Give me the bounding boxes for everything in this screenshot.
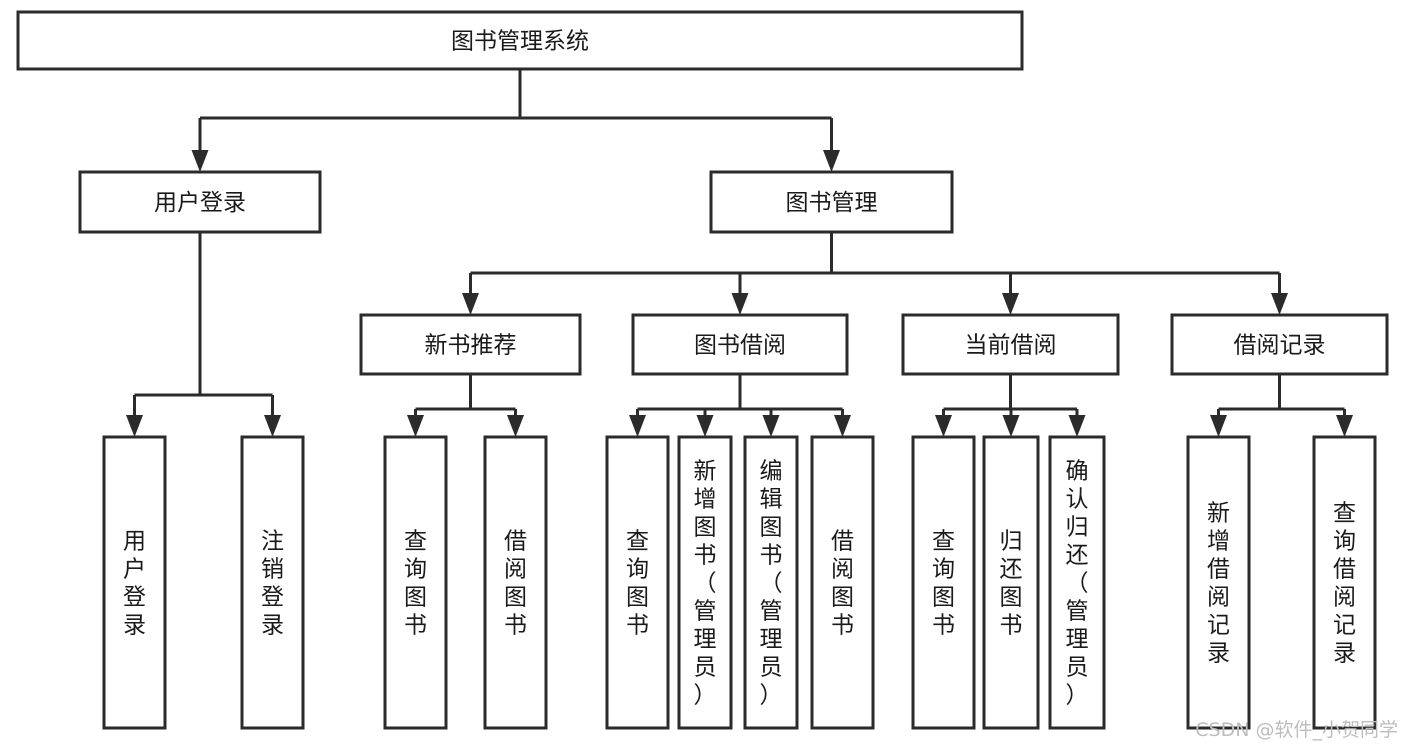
node-record[interactable]: 借阅记录 <box>1170 313 1389 376</box>
arrow-head-icon <box>1002 415 1020 437</box>
arrow-head-icon <box>1336 415 1353 437</box>
node-leaf-query-book-3[interactable]: 查询图书 <box>911 435 976 730</box>
arrow-head-icon <box>696 415 714 437</box>
node-box <box>102 435 167 730</box>
node-box <box>383 435 448 730</box>
node-root[interactable]: 图书管理系统 <box>16 10 1024 71</box>
node-leaf-logout[interactable]: 注销登录 <box>240 435 305 730</box>
node-box <box>901 313 1120 376</box>
node-label: 图书管理系统 <box>451 29 589 55</box>
node-leaf-query-book-1[interactable]: 查询图书 <box>383 435 448 730</box>
node-label: 确认归还（管理员） <box>1066 458 1089 708</box>
node-label: 查询图书 <box>626 528 649 638</box>
csdn-watermark: CSDN @软件_小贺同学 <box>1195 719 1398 741</box>
node-label: 用户登录 <box>123 528 146 638</box>
node-label: 查询图书 <box>404 528 427 638</box>
node-newbook[interactable]: 新书推荐 <box>359 313 582 376</box>
node-label: 查询借阅记录 <box>1333 500 1356 666</box>
arrow-head-icon <box>264 415 281 437</box>
arrow-head-icon <box>191 150 209 172</box>
node-layer: 图书管理系统用户登录图书管理新书推荐图书借阅当前借阅借阅记录用户登录注销登录查询… <box>16 10 1389 730</box>
node-leaf-return-book[interactable]: 归还图书 <box>982 435 1040 730</box>
node-box <box>1186 435 1251 730</box>
connector-layer <box>126 69 1353 437</box>
node-leaf-confirm-return[interactable]: 确认归还（管理员） <box>1048 435 1106 730</box>
node-leaf-add-book[interactable]: 新增图书（管理员） <box>677 435 733 730</box>
arrow-head-icon <box>1068 415 1086 437</box>
arrow-head-icon <box>762 415 780 437</box>
node-label: 用户登录 <box>154 190 246 216</box>
node-leaf-borrow-book-2[interactable]: 借阅图书 <box>810 435 875 730</box>
arrow-head-icon <box>507 415 524 437</box>
arrow-head-icon <box>823 150 840 172</box>
node-box <box>16 10 1024 71</box>
node-box <box>1170 313 1389 376</box>
node-box <box>78 170 322 234</box>
node-label: 新增借阅记录 <box>1207 500 1230 666</box>
arrow-head-icon <box>834 415 851 437</box>
node-leaf-query-record[interactable]: 查询借阅记录 <box>1312 435 1377 730</box>
arrow-head-icon <box>462 293 479 315</box>
node-box <box>677 435 733 730</box>
node-label: 当前借阅 <box>965 333 1057 359</box>
node-current[interactable]: 当前借阅 <box>901 313 1120 376</box>
node-box <box>810 435 875 730</box>
node-label: 图书借阅 <box>694 333 786 359</box>
node-label: 图书管理 <box>786 190 878 216</box>
node-box <box>631 313 849 376</box>
node-box <box>709 170 954 234</box>
node-label: 借阅图书 <box>504 528 527 638</box>
arrow-head-icon <box>935 415 952 437</box>
node-box <box>911 435 976 730</box>
node-login[interactable]: 用户登录 <box>78 170 322 234</box>
node-label: 查询图书 <box>932 528 955 638</box>
node-label: 注销登录 <box>261 528 284 638</box>
node-bookmgmt[interactable]: 图书管理 <box>709 170 954 234</box>
node-box <box>359 313 582 376</box>
node-box <box>982 435 1040 730</box>
node-label: 新书推荐 <box>425 333 517 359</box>
node-leaf-edit-book[interactable]: 编辑图书（管理员） <box>743 435 799 730</box>
node-box <box>1048 435 1106 730</box>
node-box <box>1312 435 1377 730</box>
arrow-head-icon <box>126 415 143 437</box>
node-label: 借阅记录 <box>1234 333 1326 359</box>
node-box <box>605 435 670 730</box>
node-label: 编辑图书（管理员） <box>760 458 783 708</box>
arrow-head-icon <box>1271 293 1288 315</box>
node-leaf-borrow-book-1[interactable]: 借阅图书 <box>483 435 548 730</box>
arrow-head-icon <box>407 415 424 437</box>
node-borrow[interactable]: 图书借阅 <box>631 313 849 376</box>
node-box <box>483 435 548 730</box>
node-box <box>240 435 305 730</box>
arrow-head-icon <box>731 293 749 315</box>
arrow-head-icon <box>1210 415 1227 437</box>
node-box <box>743 435 799 730</box>
node-label: 借阅图书 <box>831 528 854 638</box>
arrow-head-icon <box>1002 293 1019 315</box>
node-leaf-user-login[interactable]: 用户登录 <box>102 435 167 730</box>
node-label: 归还图书 <box>1000 528 1023 638</box>
node-leaf-query-book-2[interactable]: 查询图书 <box>605 435 670 730</box>
arrow-head-icon <box>629 415 646 437</box>
node-label: 新增图书（管理员） <box>694 458 717 708</box>
node-leaf-add-record[interactable]: 新增借阅记录 <box>1186 435 1251 730</box>
